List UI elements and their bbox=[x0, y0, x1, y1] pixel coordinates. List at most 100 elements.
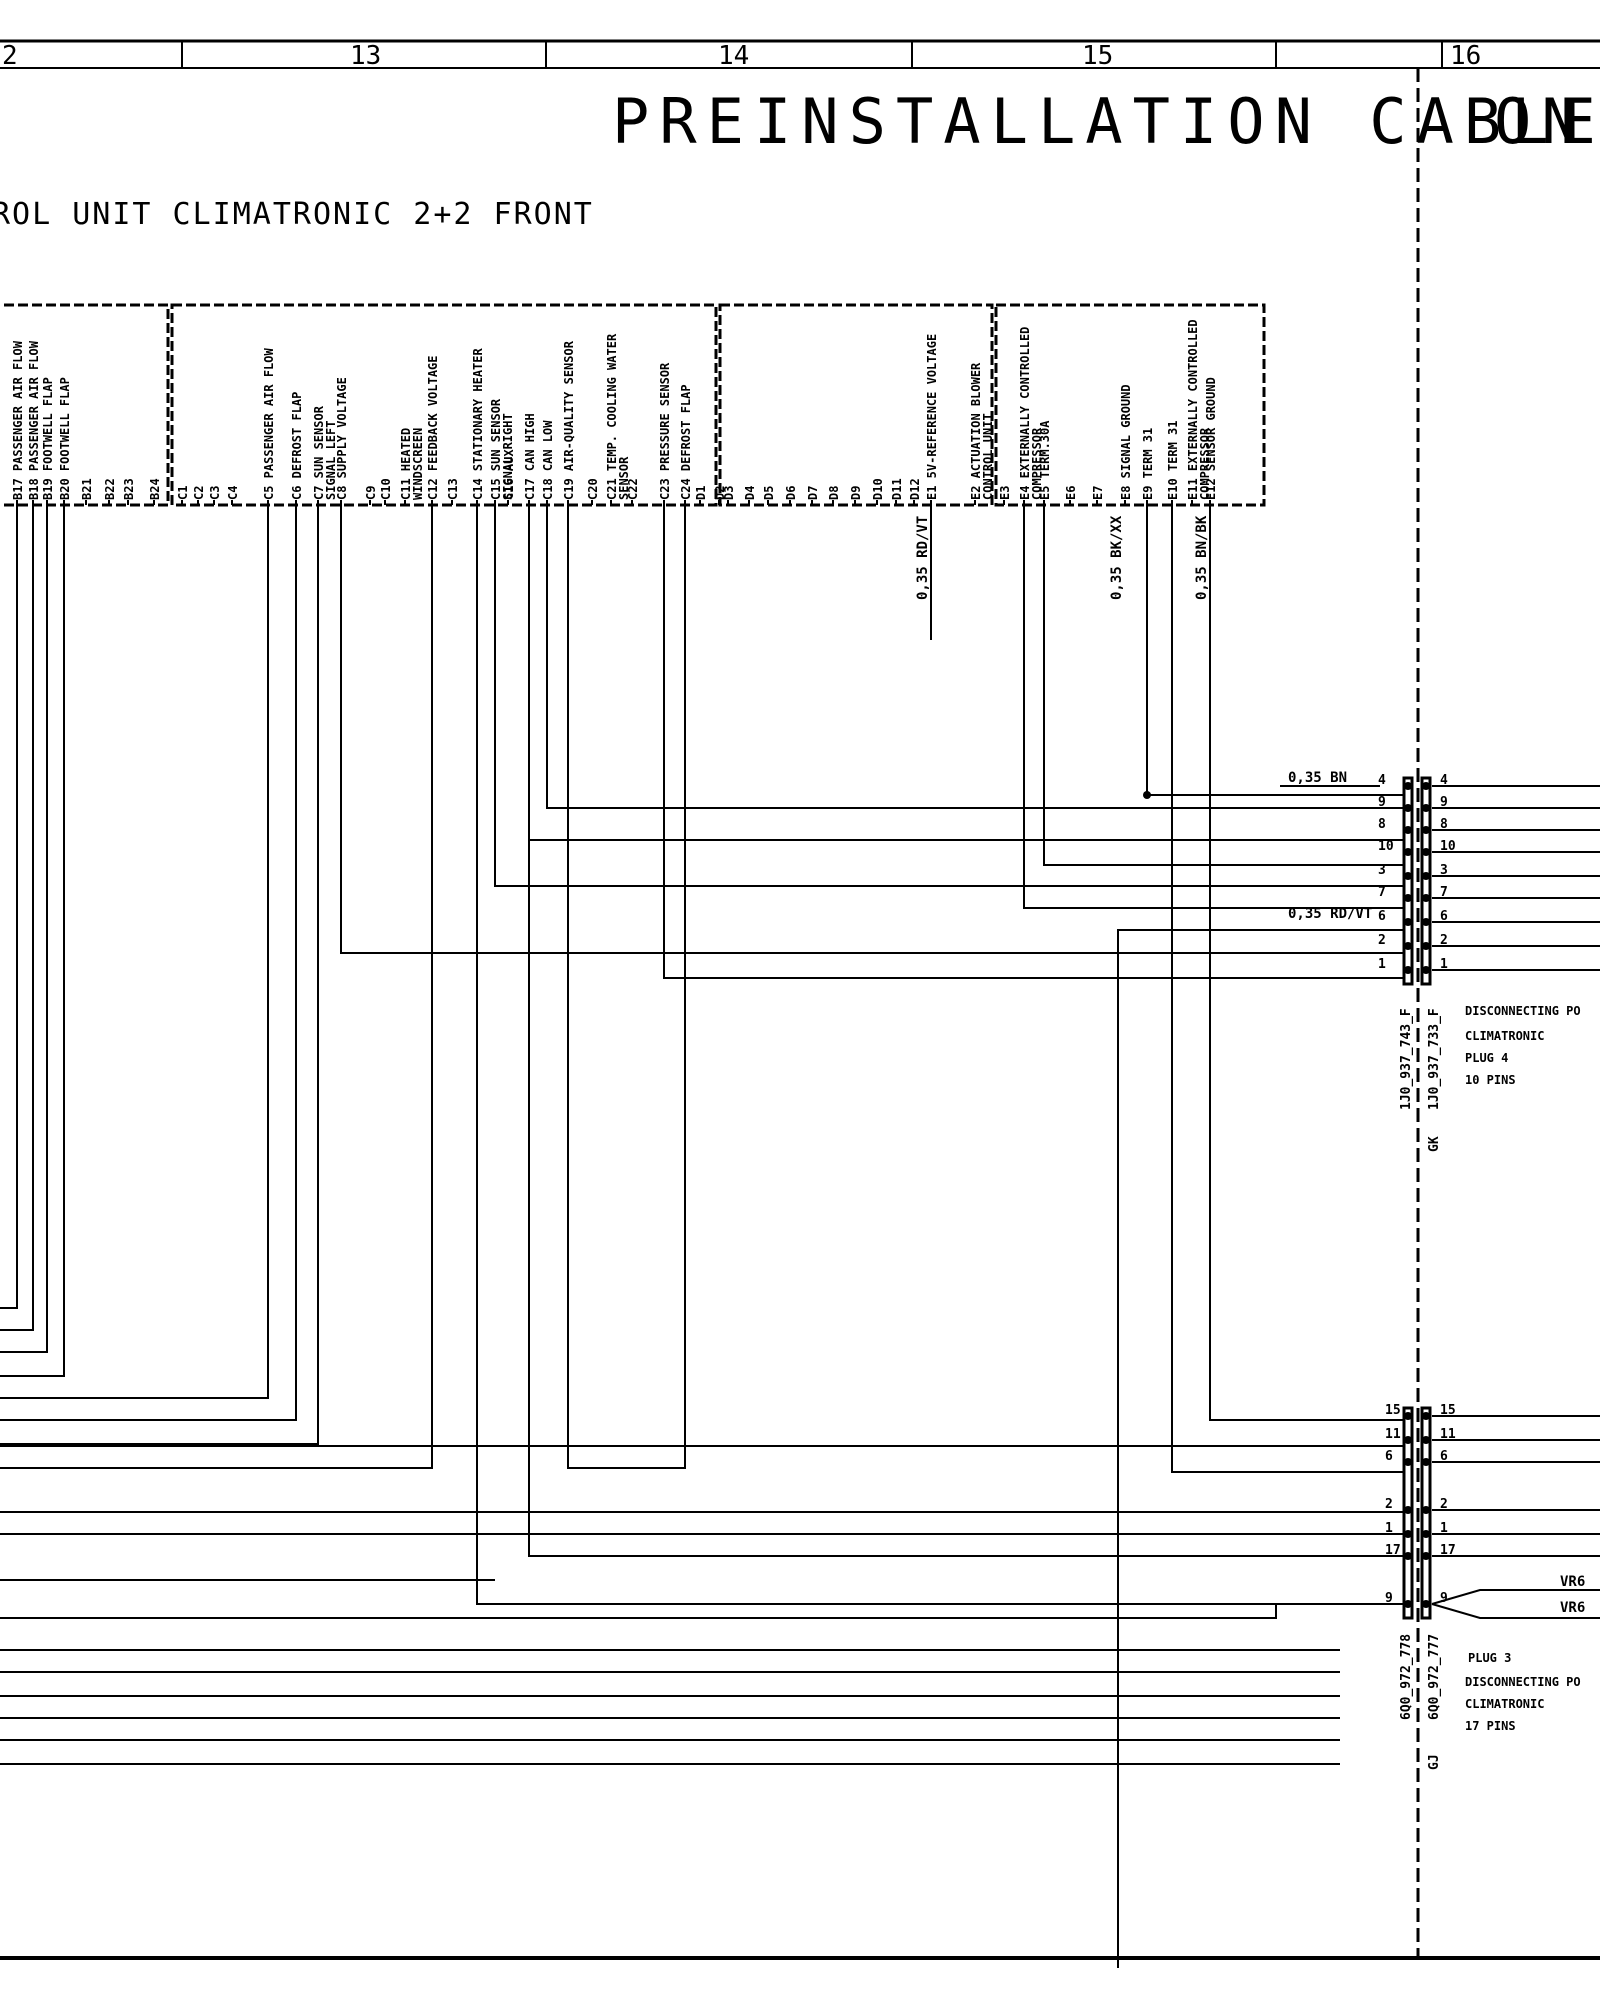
zone-number: 15 bbox=[1082, 41, 1113, 71]
plug4-code: GK bbox=[1427, 1136, 1442, 1152]
pin-label: B18 PASSENGER AIR FLOW bbox=[27, 340, 41, 500]
pin-label: CONTROL UNIT bbox=[981, 413, 995, 500]
plug4-desc: DISCONNECTING PO bbox=[1465, 1004, 1581, 1018]
plug4-pin-number: 10 bbox=[1378, 839, 1394, 854]
pin-label: C17 CAN HIGH bbox=[523, 413, 537, 500]
plug4-pin-number: 6 bbox=[1378, 909, 1386, 924]
wire bbox=[1209, 505, 1404, 1421]
plug4-pin-number: 6 bbox=[1440, 909, 1448, 924]
pin-label: D11 bbox=[890, 478, 904, 500]
wire bbox=[494, 505, 1404, 887]
plug4-pin-number: 1 bbox=[1378, 957, 1386, 972]
plug3-pin bbox=[1422, 1506, 1430, 1514]
plug3-pin-number: 15 bbox=[1385, 1403, 1401, 1418]
pin-label: C3 bbox=[208, 486, 222, 500]
plug4-pin-number: 4 bbox=[1378, 773, 1386, 788]
plug3-pin bbox=[1422, 1436, 1430, 1444]
junction-dot bbox=[1143, 791, 1151, 799]
plug3-pin bbox=[1404, 1412, 1412, 1420]
pin-label: B20 FOOTWELL FLAP bbox=[58, 377, 72, 500]
pin-label: SIGNAL LEFT bbox=[324, 421, 338, 500]
wire bbox=[0, 505, 34, 1331]
page-title: PREINSTALLATION CABLE bbox=[612, 85, 1600, 158]
pin-label: C8 SUPPLY VOLTAGE bbox=[335, 377, 349, 500]
pin-label: B23 bbox=[122, 478, 136, 500]
plug3-pin bbox=[1422, 1458, 1430, 1466]
frame bbox=[0, 39, 1600, 1960]
plug3-pin bbox=[1404, 1458, 1412, 1466]
pin-label: SENSOR bbox=[617, 456, 631, 500]
plug3-pin-number: 11 bbox=[1440, 1427, 1456, 1442]
plug4-pin-number: 3 bbox=[1378, 863, 1386, 878]
plug4-pin bbox=[1422, 918, 1430, 926]
plug3-vr6-split bbox=[1431, 1589, 1600, 1619]
pin-label: C10 bbox=[379, 478, 393, 500]
plug3-housing-left bbox=[1402, 1406, 1414, 1620]
pin-label: E6 bbox=[1064, 486, 1078, 500]
pin-label: D1 bbox=[694, 486, 708, 500]
plug4-pin-number: 8 bbox=[1378, 817, 1386, 832]
pin-label: D5 bbox=[762, 486, 776, 500]
plug4-desc: 10 PINS bbox=[1465, 1073, 1516, 1087]
pin-label: E7 bbox=[1091, 486, 1105, 500]
plug4-pin-number: 7 bbox=[1440, 885, 1448, 900]
pin-label: C20 bbox=[586, 478, 600, 500]
plug4-pin bbox=[1422, 848, 1430, 856]
plug4-pin bbox=[1422, 826, 1430, 834]
plug4-pin-number: 10 bbox=[1440, 839, 1456, 854]
pin-label: SIGNAL RIGHT bbox=[501, 413, 515, 500]
pin-label: E3 bbox=[998, 486, 1012, 500]
pin-label: D12 bbox=[908, 478, 922, 500]
wire bbox=[1146, 505, 1404, 796]
pin-label: C13 bbox=[446, 478, 460, 500]
zone-numbers: 2 13 14 15 16 bbox=[2, 41, 1481, 71]
zone-number: 13 bbox=[350, 41, 381, 71]
plug4-pin-number: 9 bbox=[1440, 795, 1448, 810]
plug3-pin-number: 2 bbox=[1385, 1497, 1393, 1512]
plug4-pin bbox=[1422, 872, 1430, 880]
plug3-pin-number: 11 bbox=[1385, 1427, 1401, 1442]
pin-label: C11 HEATED bbox=[399, 428, 413, 500]
plug4-part-right: 1J0_937_733_F bbox=[1427, 1008, 1442, 1110]
plug3-pin-number: 17 bbox=[1440, 1543, 1456, 1558]
plug4-pin bbox=[1404, 942, 1412, 950]
plug4-pin bbox=[1404, 894, 1412, 902]
vr6-label: VR6 bbox=[1560, 1574, 1585, 1590]
plug4-pin bbox=[1422, 894, 1430, 902]
pin-label: E11 EXTERNALLY CONTROLLED bbox=[1186, 319, 1200, 500]
wire bbox=[546, 505, 1404, 809]
pin-label: D6 bbox=[784, 486, 798, 500]
pin-label: C5 PASSENGER AIR FLOW bbox=[262, 348, 276, 500]
wire bbox=[1117, 929, 1404, 1968]
wire bbox=[0, 505, 269, 1399]
pin-label: C6 DEFROST FLAP bbox=[290, 392, 304, 500]
plug4-wire-label: 0,35 RD/VT bbox=[1288, 906, 1372, 922]
cable-size-label: 0,35 RD/VT bbox=[915, 516, 931, 600]
wire bbox=[0, 505, 65, 1377]
plug4-pin-number: 9 bbox=[1378, 795, 1386, 810]
pin-label: D3 bbox=[722, 486, 736, 500]
plug4-desc: PLUG 4 bbox=[1465, 1051, 1508, 1065]
pin-label: C15 SUN SENSOR bbox=[489, 398, 503, 500]
plug4-pin bbox=[1404, 848, 1412, 856]
pin-label: E10 TERM 31 bbox=[1166, 421, 1180, 500]
cable-size-label: 0,35 BK/XX bbox=[1109, 515, 1125, 600]
wire bbox=[0, 505, 433, 1469]
plug3-pin bbox=[1404, 1436, 1412, 1444]
plug3-pin-number: 1 bbox=[1385, 1521, 1393, 1536]
zone-number: 16 bbox=[1450, 41, 1481, 71]
plug4-pin-number: 8 bbox=[1440, 817, 1448, 832]
wire bbox=[1043, 505, 1404, 866]
pin-label: C12 FEEDBACK VOLTAGE bbox=[426, 356, 440, 501]
plug3-pin bbox=[1404, 1506, 1412, 1514]
wire bbox=[528, 505, 1404, 1557]
plug4-pin bbox=[1404, 966, 1412, 974]
plug3-pin bbox=[1422, 1600, 1430, 1608]
zone-number: 2 bbox=[2, 41, 18, 71]
pin-label: E5 TERM.30A bbox=[1038, 420, 1052, 500]
pin-label: WINDSCREEN bbox=[411, 428, 425, 500]
plug3-pin-number: 15 bbox=[1440, 1403, 1456, 1418]
